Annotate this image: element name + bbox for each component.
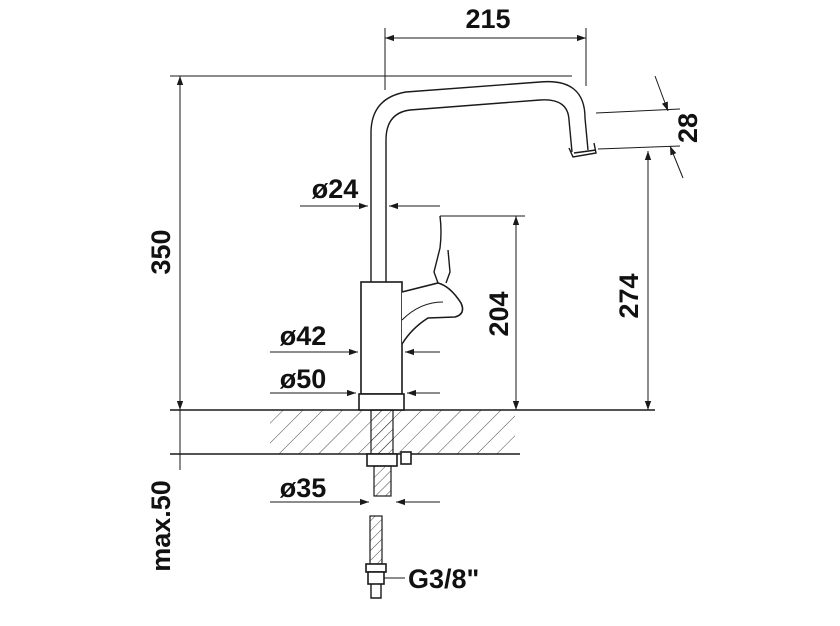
dim-width-top: 215 bbox=[465, 4, 510, 34]
dim-total-height: 350 bbox=[146, 229, 176, 274]
dim-body-diameter: ø42 bbox=[280, 321, 327, 351]
faucet-outline bbox=[358, 80, 597, 599]
dim-outlet-height: 274 bbox=[614, 273, 644, 318]
dim-handle-height: 204 bbox=[484, 291, 514, 336]
dim-pipe-diameter: ø24 bbox=[312, 174, 359, 204]
countertop-section bbox=[170, 409, 655, 455]
dim-base-diameter: ø50 bbox=[280, 364, 327, 394]
dim-max-thickness: max.50 bbox=[146, 480, 176, 572]
dim-connection-thread: G3/8" bbox=[408, 564, 479, 594]
dim-shank-diameter: ø35 bbox=[280, 473, 327, 503]
dimension-lines bbox=[170, 28, 684, 579]
dim-spout-height: 28 bbox=[673, 113, 703, 143]
